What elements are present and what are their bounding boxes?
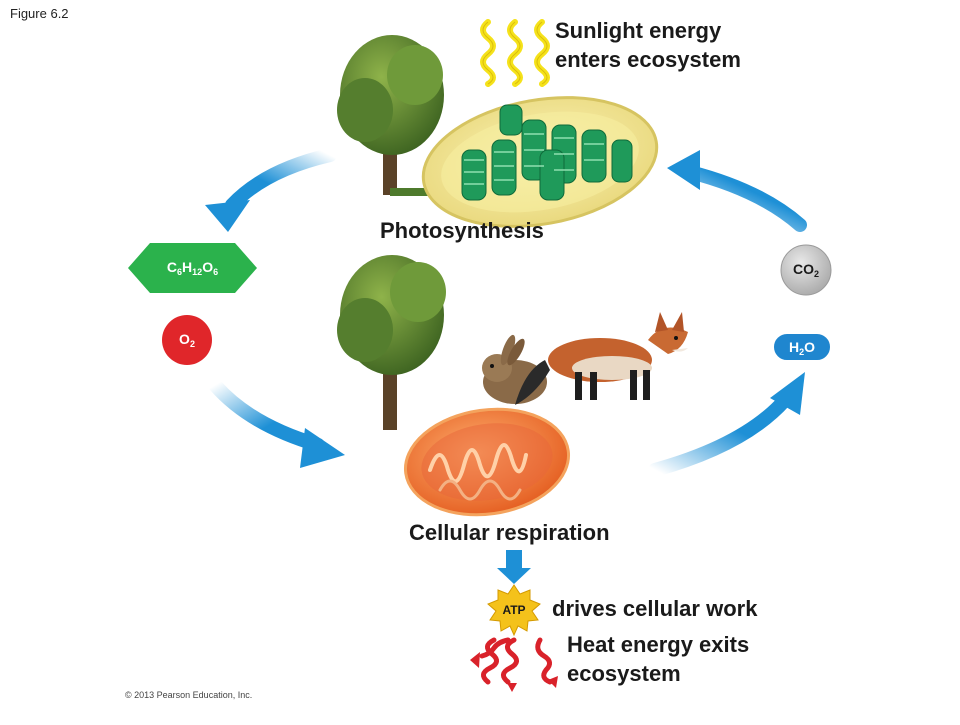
arrow-respiration-to-water <box>648 372 805 477</box>
heat-rays-icon <box>481 637 553 685</box>
atp-starburst-icon <box>487 584 541 637</box>
tree-icon-top <box>337 35 460 196</box>
photosynthesis-label: Photosynthesis <box>380 218 544 243</box>
co2-circle <box>780 244 832 296</box>
co2-formula: CO2 <box>792 261 819 279</box>
figure-label: Figure 6.2 <box>10 6 69 21</box>
copyright-notice: © 2013 Pearson Education, Inc. <box>125 690 253 700</box>
glucose-formula: C6H12O6 <box>166 259 219 277</box>
oxygen-formula: O2 <box>179 331 195 349</box>
heat-arrowheads <box>470 652 558 692</box>
water-pill <box>772 332 832 362</box>
drives-work-label: drives cellular work <box>552 596 758 621</box>
atp-label: ATP <box>502 603 526 617</box>
water-formula: H2O <box>788 339 816 357</box>
cellular-respiration-label: Cellular respiration <box>409 520 610 545</box>
heat-label-line1: Heat energy exits <box>567 632 750 657</box>
sunlight-rays-outline <box>482 21 548 85</box>
arrow-oxygen-to-respiration <box>208 378 345 468</box>
mitochondrion-icon <box>403 407 571 517</box>
arrow-photosynthesis-to-glucose <box>205 148 337 232</box>
oxygen-circle <box>162 315 212 365</box>
heat-label-line2: ecosystem <box>567 661 681 686</box>
sunlight-label-line1: Sunlight energy <box>555 18 722 43</box>
arrow-respiration-to-atp <box>497 550 531 584</box>
arrow-co2-to-photosynthesis <box>667 150 807 232</box>
chloroplast-icon <box>421 96 659 228</box>
fox-icon <box>515 312 688 405</box>
heat-ray-left <box>479 637 511 659</box>
tree-icon-bottom <box>337 255 446 430</box>
sunlight-label-line2: enters ecosystem <box>555 47 741 72</box>
glucose-hexagon <box>128 243 257 293</box>
